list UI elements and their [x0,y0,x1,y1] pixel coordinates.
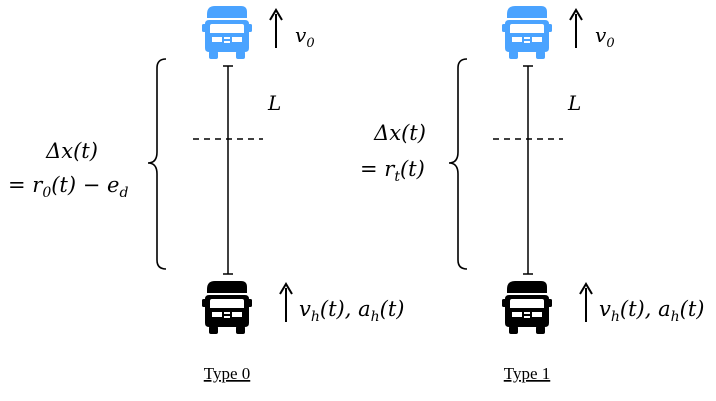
follower-velocity-arrow-icon [579,282,593,322]
panel-type-0: v0 L Δx(t) = r0(t) − ed vh(t), ah(t) Typ… [8,6,404,383]
gap-line [223,65,233,275]
follower-truck-icon [502,281,552,334]
gap-formula-line1: Δx(t) [45,139,98,163]
follower-state-label: vh(t), ah(t) [299,297,404,325]
lead-velocity-label: v0 [595,23,615,51]
follower-truck-icon [202,281,252,334]
length-label: L [267,91,281,115]
follower-velocity-arrow-icon [279,282,293,322]
lead-truck-icon [202,6,252,59]
type-label: Type 1 [504,364,551,383]
length-label: L [567,91,581,115]
lead-truck-icon [502,6,552,59]
lead-velocity-arrow-icon [569,8,583,48]
gap-line [523,65,533,275]
gap-brace [448,58,468,270]
lead-velocity-label: v0 [295,23,315,51]
gap-formula-line1: Δx(t) [373,121,426,145]
gap-brace [147,58,167,270]
lead-velocity-arrow-icon [269,8,283,48]
type-label: Type 0 [204,364,251,383]
panel-type-1: v0 L Δx(t) = rt(t) vh(t), ah(t) Type 1 [360,6,704,383]
gap-formula-line2: = r0(t) − ed [8,173,128,201]
follower-state-label: vh(t), ah(t) [599,297,704,325]
gap-formula-line2: = rt(t) [360,157,425,185]
